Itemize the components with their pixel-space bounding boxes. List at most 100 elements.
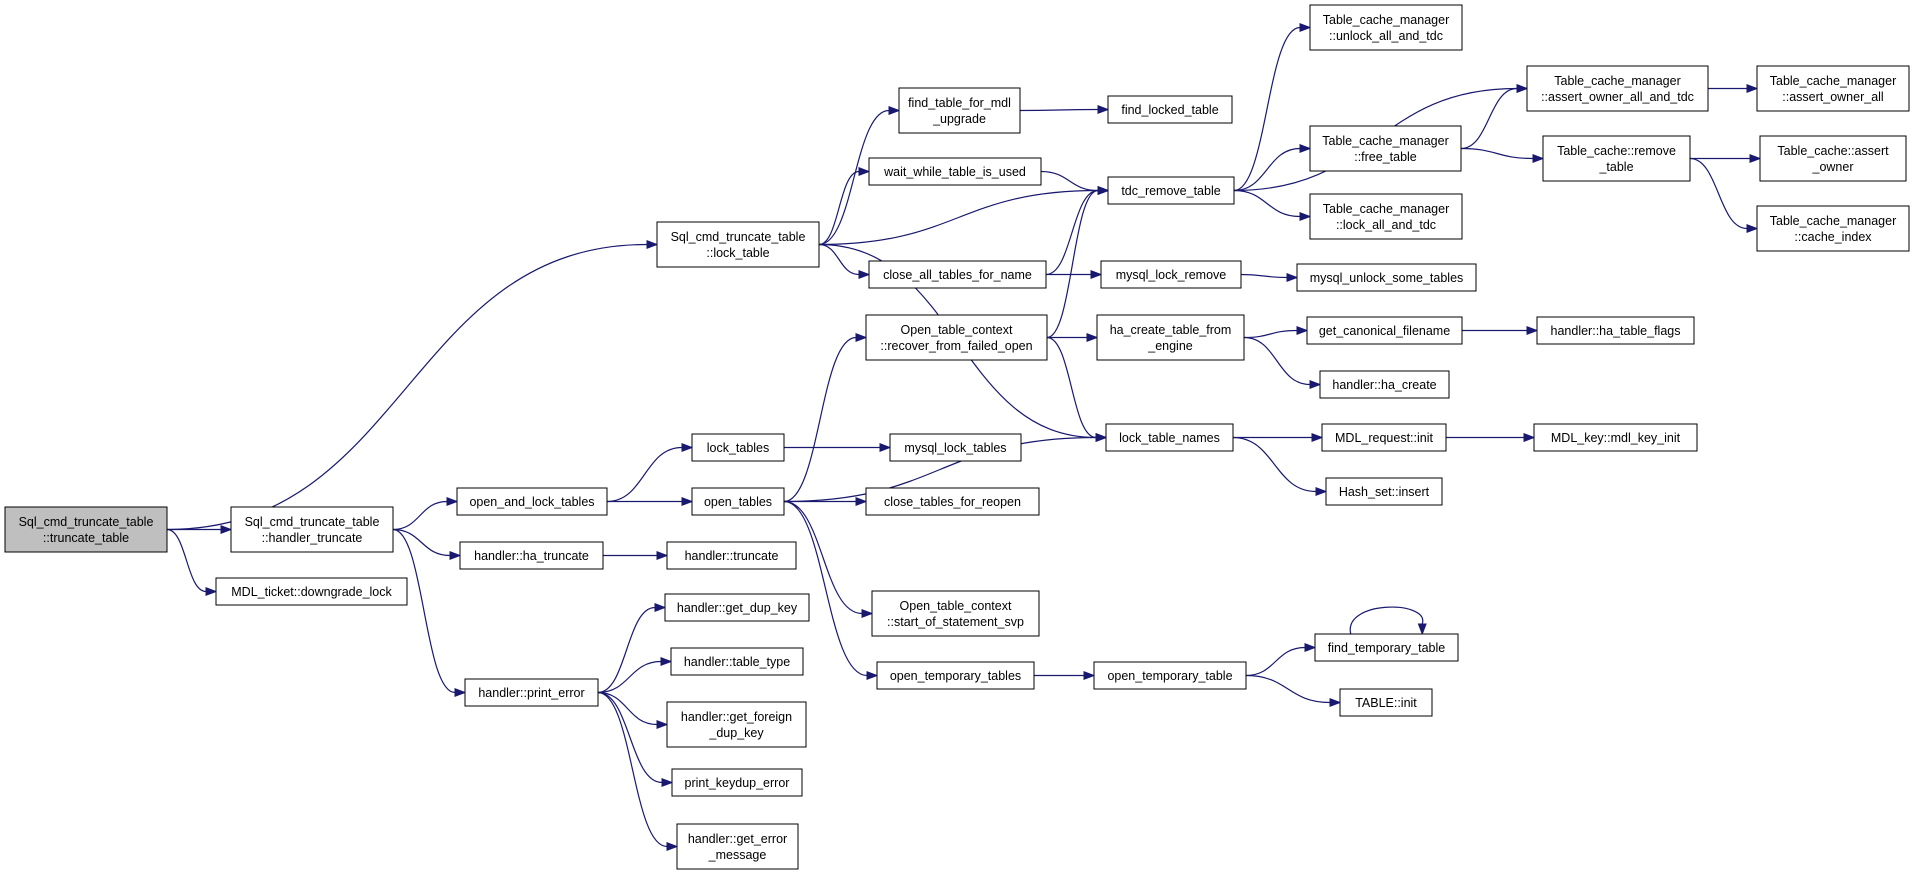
node-box [664,593,810,622]
node-box [1100,260,1242,289]
node-lock-all-and-tdc[interactable]: Table_cache_manager::lock_all_and_tdc [1309,193,1463,240]
node-truncate-table[interactable]: Sql_cmd_truncate_table::truncate_table [4,506,168,553]
node-mysql-lock-remove[interactable]: mysql_lock_remove [1100,260,1242,289]
arrow-head [1090,269,1103,280]
node-label: ::start_of_statement_svp [887,615,1024,629]
node-layer: Sql_cmd_truncate_table::truncate_table Sq… [4,4,1910,870]
node-label: Sql_cmd_truncate_table [245,515,380,529]
node-downgrade-lock[interactable]: MDL_ticket::downgrade_lock [215,577,408,606]
node-wait-while-table-is-used[interactable]: wait_while_table_is_used [868,157,1042,186]
node-label: lock_tables [707,441,770,455]
node-get-foreign-dup-key[interactable]: handler::get_foreign_dup_key [666,701,807,748]
node-lock-table-names[interactable]: lock_table_names [1105,423,1234,452]
node-box [1756,205,1910,252]
edge-print-error-to-table-type [597,656,673,694]
edge-line [1233,26,1301,192]
edge-line [597,606,656,694]
edge-line [597,691,658,726]
node-recover-from-failed-open[interactable]: Open_table_context::recover_from_failed_… [865,314,1048,361]
node-box [889,433,1022,462]
node-box [1105,423,1234,452]
node-box [1314,633,1459,662]
edge-open-and-lock-tables-to-open-tables [607,496,694,507]
node-mysql-lock-tables[interactable]: mysql_lock_tables [889,433,1022,462]
node-get-canonical-filename[interactable]: get_canonical_filename [1306,316,1463,345]
edge-remove-table-to-assert-owner [1690,153,1762,164]
node-start-of-statement-svp[interactable]: Open_table_context::start_of_statement_s… [871,590,1040,637]
node-handler-truncate[interactable]: Sql_cmd_truncate_table::handler_truncate [230,506,394,553]
arrow-head [888,105,901,116]
arrow-head [879,442,892,453]
node-find-temporary-table[interactable]: find_temporary_table [1314,633,1459,662]
node-assert-owner[interactable]: Table_cache::assert_owner [1759,135,1907,182]
node-ha-create[interactable]: handler::ha_create [1319,370,1450,399]
node-free-table[interactable]: Table_cache_manager::free_table [1309,125,1462,172]
node-find-table-for-mdl-upgrade[interactable]: find_table_for_mdl_upgrade [898,87,1021,134]
edge-close-all-tables-for-name-to-tdc-remove-table [1045,185,1110,276]
node-lock-table[interactable]: Sql_cmd_truncate_table::lock_table [656,221,820,268]
edge-tdc-remove-table-to-free-table [1233,143,1312,192]
edge-print-error-to-print-keydup-error [597,691,674,788]
arrow-head [1523,432,1536,443]
arrow-head [1309,379,1322,390]
edge-tdc-remove-table-to-lock-all-and-tdc [1233,189,1312,222]
node-hash-set-insert[interactable]: Hash_set::insert [1325,477,1443,506]
node-remove-table[interactable]: Table_cache::remove_table [1542,135,1691,182]
node-ha-create-table-from-engine[interactable]: ha_create_table_from_engine [1096,314,1245,361]
node-mdl-request-init[interactable]: MDL_request::init [1321,423,1447,452]
node-open-and-lock-tables[interactable]: open_and_lock_tables [456,487,608,516]
node-tdc-remove-table[interactable]: tdc_remove_table [1107,176,1235,205]
node-label: Table_cache_manager [1322,134,1448,148]
node-mysql-unlock-some-tables[interactable]: mysql_unlock_some_tables [1296,263,1477,292]
node-get-error-message[interactable]: handler::get_error_message [676,823,799,870]
node-open-temporary-tables[interactable]: open_temporary_tables [876,661,1035,690]
node-box [1093,661,1247,690]
edge-line [1243,336,1311,386]
node-close-tables-for-reopen[interactable]: close_tables_for_reopen [865,487,1040,516]
node-unlock-all-and-tdc[interactable]: Table_cache_manager::unlock_all_and_tdc [1309,4,1463,51]
node-label: handler::table_type [684,655,790,669]
edge-line [1460,87,1518,150]
node-table-type[interactable]: handler::table_type [670,647,804,676]
edge-line [783,500,863,615]
node-label: _owner [1812,160,1854,174]
node-mdl-key-init[interactable]: MDL_key::mdl_key_init [1533,423,1698,452]
node-table-init[interactable]: TABLE::init [1339,688,1433,717]
node-label: handler::truncate [685,549,779,563]
node-box [1309,125,1462,172]
node-label: mysql_lock_remove [1116,268,1227,282]
node-ha-truncate[interactable]: handler::ha_truncate [459,541,604,570]
node-print-keydup-error[interactable]: print_keydup_error [671,768,803,797]
edge-ha-create-table-from-engine-to-get-canonical-filename [1243,325,1309,339]
node-label: ::unlock_all_and_tdc [1329,29,1443,43]
edge-handler-truncate-to-ha-truncate [392,528,462,561]
node-lock-tables[interactable]: lock_tables [691,433,785,462]
arrow-head [681,496,694,507]
arrow-head [1516,83,1529,94]
node-box [1309,193,1463,240]
node-open-tables[interactable]: open_tables [691,487,785,516]
node-find-locked-table[interactable]: find_locked_table [1107,95,1233,124]
node-close-all-tables-for-name[interactable]: close_all_tables_for_name [868,260,1047,289]
node-get-dup-key[interactable]: handler::get_dup_key [664,593,810,622]
node-box [1759,135,1907,182]
edge-recover-from-failed-open-to-ha-create-table-from-engine [1046,332,1099,343]
node-label: mysql_lock_tables [904,441,1006,455]
node-handler-truncate-fn[interactable]: handler::truncate [666,541,797,570]
arrow-head [858,269,871,280]
node-label: get_canonical_filename [1319,324,1450,338]
node-assert-owner-all[interactable]: Table_cache_manager::assert_owner_all [1756,65,1910,112]
node-open-temporary-table[interactable]: open_temporary_table [1093,661,1247,690]
node-assert-owner-all-and-tdc[interactable]: Table_cache_manager::assert_owner_all_an… [1526,65,1709,112]
edge-handler-truncate-to-print-error [392,528,467,698]
node-print-error[interactable]: handler::print_error [464,678,599,707]
node-label: wait_while_table_is_used [883,165,1026,179]
edge-mysql-lock-remove-to-mysql-unlock-some-tables [1240,272,1299,283]
node-cache-index[interactable]: Table_cache_manager::cache_index [1756,205,1910,252]
arrow-head [1299,22,1312,33]
node-label: ::assert_owner_all [1782,90,1883,104]
node-label: handler::ha_create [1332,378,1436,392]
node-ha-table-flags[interactable]: handler::ha_table_flags [1536,316,1695,345]
node-box [656,221,820,268]
